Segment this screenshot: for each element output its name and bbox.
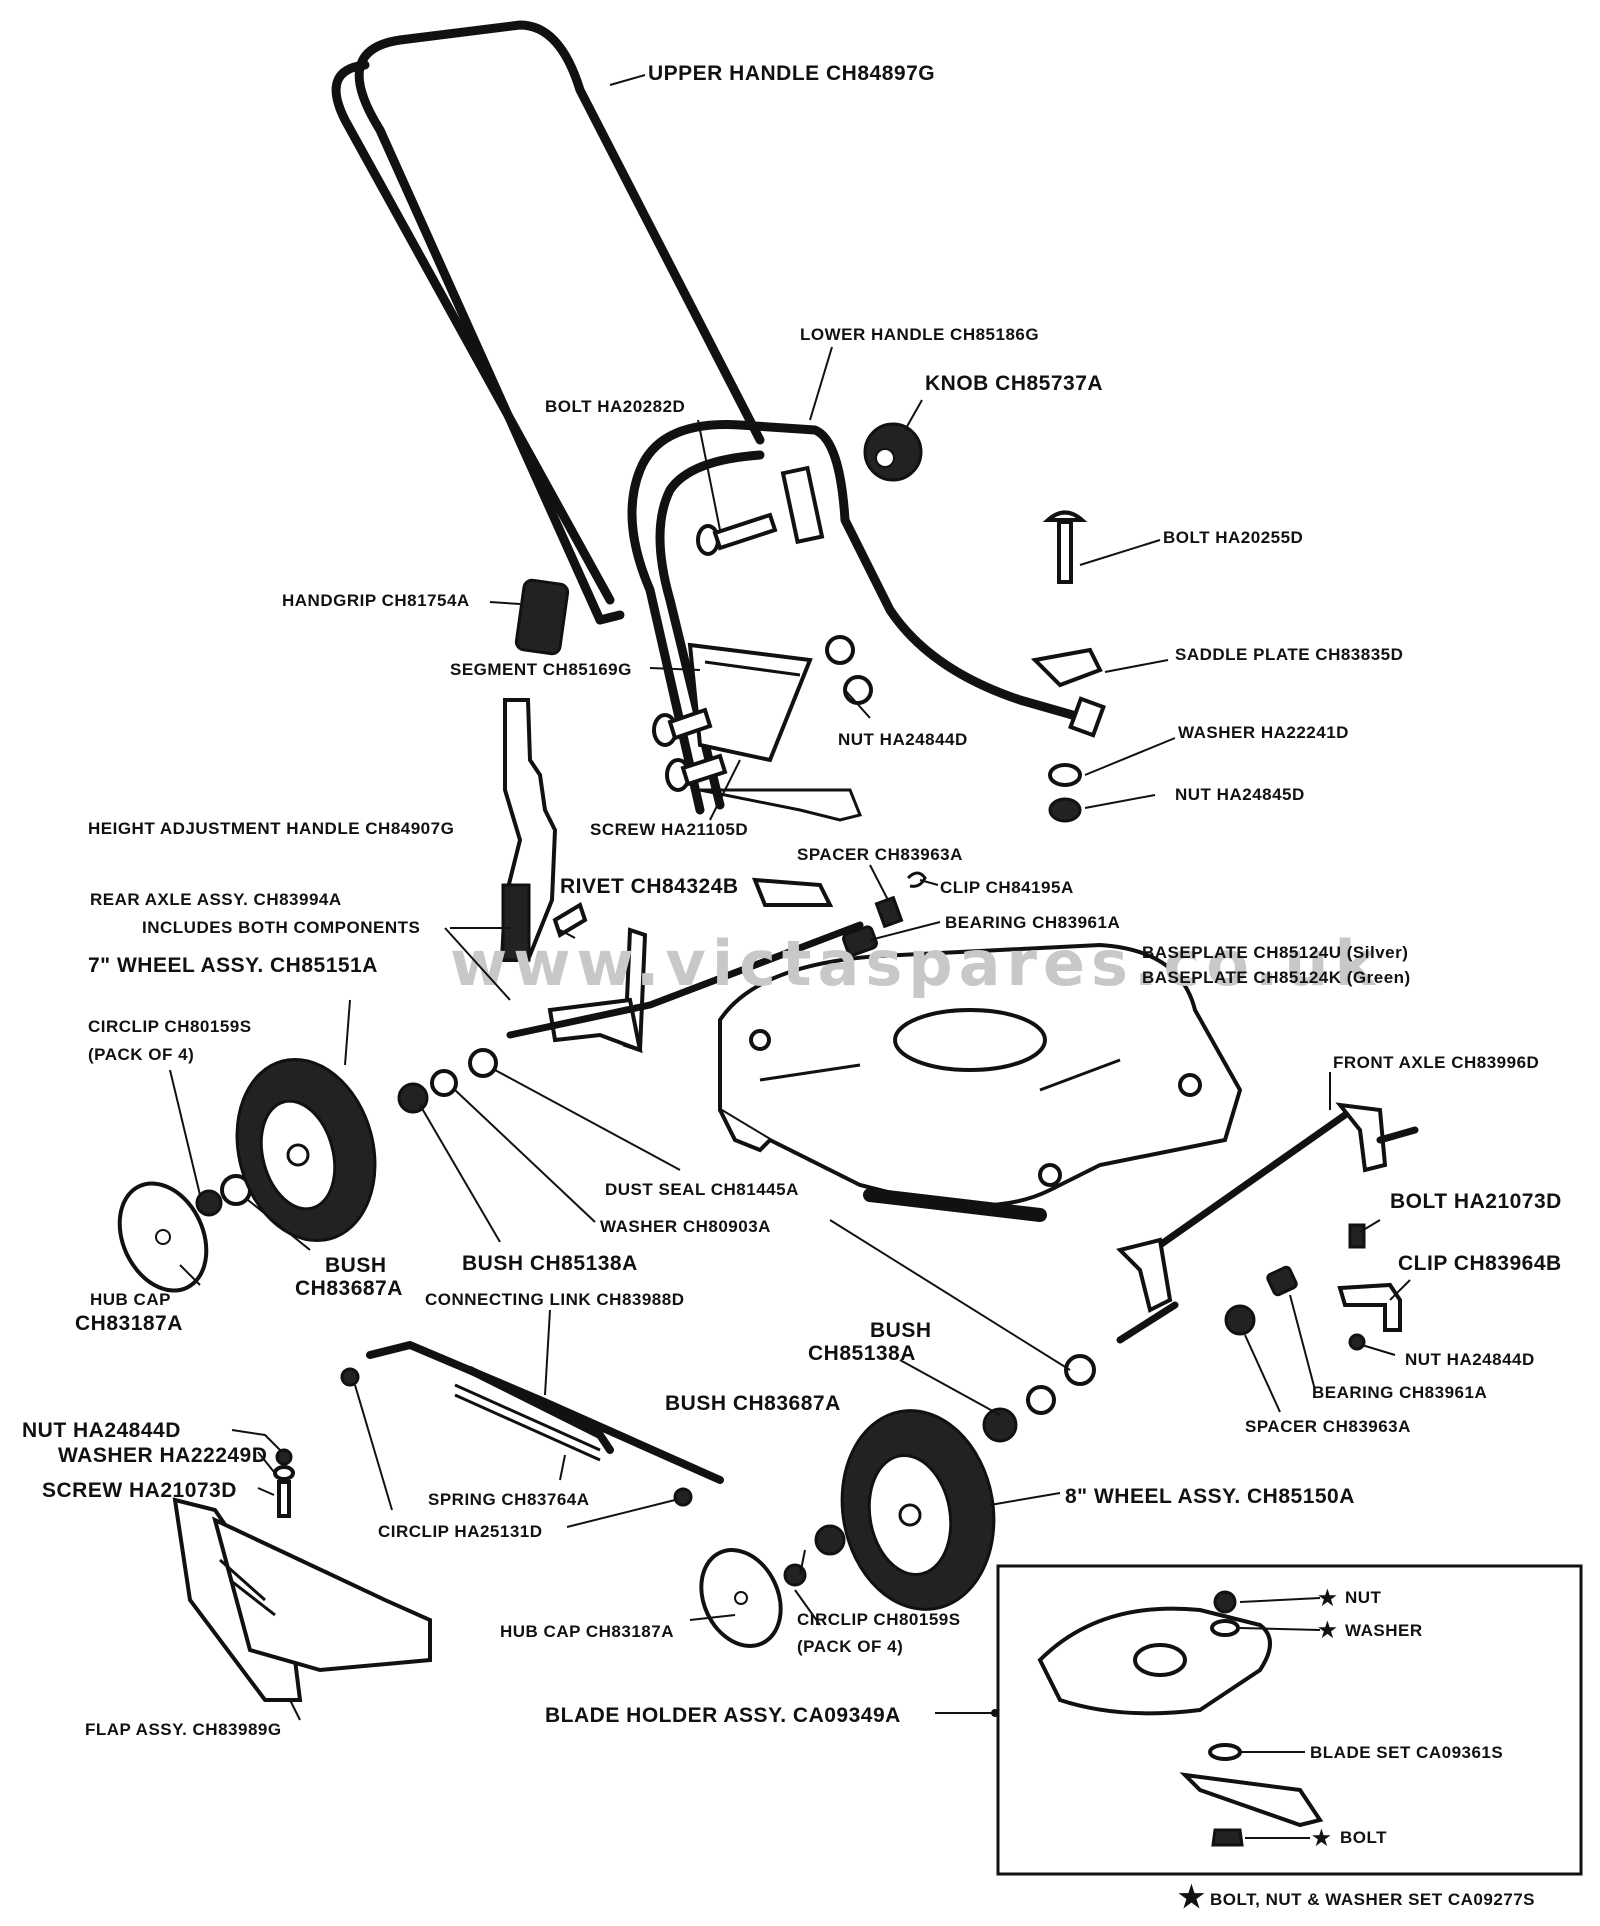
label-upper-handle: UPPER HANDLE CH84897G [648,62,935,85]
label-screw-b: SCREW HA21073D [42,1479,237,1502]
leader-lines [169,74,1411,1839]
label-bearing-b: BEARING CH83961A [1312,1383,1487,1402]
baseplate-part [718,942,1243,1222]
label-lower-handle: LOWER HANDLE CH85186G [800,325,1039,344]
label-nut-b: NUT HA24845D [1175,785,1305,804]
label-bush-a2: CH83687A [295,1277,403,1300]
label-bearing-a: BEARING CH83961A [945,913,1120,932]
star-icon: ★ [1178,1881,1205,1914]
parts-drawing [117,20,1583,1876]
label-screw-a: SCREW HA21105D [590,820,748,839]
label-baseplate-green: BASEPLATE CH85124K (Green) [1142,968,1411,987]
label-bolt-b: BOLT HA20255D [1163,528,1303,547]
label-pack-a: (PACK OF 4) [88,1045,194,1064]
label-washer-c: WASHER HA22249D [58,1444,267,1467]
front-axle-fittings [1224,1223,1402,1351]
label-washer-a: WASHER HA22241D [1178,723,1349,742]
label-washer-b: WASHER CH80903A [600,1217,771,1236]
label-pack-b: (PACK OF 4) [797,1637,903,1656]
label-saddle-plate: SADDLE PLATE CH83835D [1175,645,1403,664]
label-hub-cap-a2: CH83187A [75,1312,183,1335]
label-blade-set: BLADE SET CA09361S [1310,1743,1503,1762]
label-nut-d: NUT HA24844D [22,1419,181,1442]
label-spring: SPRING CH83764A [428,1490,590,1509]
label-star-bolt: BOLT [1340,1828,1387,1847]
label-rear-axle: REAR AXLE ASSY. CH83994A [90,890,342,909]
label-set-note: BOLT, NUT & WASHER SET CA09277S [1210,1890,1535,1909]
star-icon: ★ [1312,1827,1331,1850]
star-icon: ★ [1318,1587,1337,1610]
label-flap: FLAP ASSY. CH83989G [85,1720,282,1739]
lower-handle-part [627,420,1106,815]
bolt-a-part [696,512,778,556]
label-bolt-a: BOLT HA20282D [545,397,685,416]
label-clip-a: CLIP CH84195A [940,878,1074,897]
label-circlip-a: CIRCLIP CH80159S [88,1017,252,1036]
label-circlip-c: CIRCLIP CH80159S [797,1610,961,1629]
front-axle-part [1116,1102,1419,1344]
label-bush-d: BUSH CH83687A [665,1392,841,1415]
label-star-nut: NUT [1345,1588,1382,1607]
label-baseplate-silver: BASEPLATE CH85124U (Silver) [1142,943,1408,962]
upper-handle-part [331,20,765,625]
flap-part [172,1497,432,1702]
flap-fasteners [273,1448,295,1518]
handgrip-part [514,578,570,656]
star-markers: ★ ★ ★ ★ [1178,1587,1337,1914]
rear-axle-part [506,877,864,1054]
bolt-b-part [1042,510,1088,584]
label-rivet: RIVET CH84324B [560,875,739,898]
hub-cap-a-part [117,1181,209,1293]
label-clip-b: CLIP CH83964B [1398,1252,1562,1275]
label-nut-a: NUT HA24844D [838,730,968,749]
label-hub-cap-b: HUB CAP CH83187A [500,1622,674,1641]
label-bolt-c: BOLT HA21073D [1390,1190,1562,1213]
label-nut-c: NUT HA24844D [1405,1350,1535,1369]
label-wheel-7: 7" WHEEL ASSY. CH85151A [88,954,378,977]
label-height-handle: HEIGHT ADJUSTMENT HANDLE CH84907G [88,819,454,838]
label-bush-a1: BUSH [325,1254,387,1277]
rivet-part [552,902,588,938]
screw-a-part [652,707,728,792]
saddle-plate-part [1030,647,1103,688]
wheel-7-part [235,1057,377,1243]
watermark: www.victaspares.co.uk [450,927,1382,1000]
label-star-washer: WASHER [1345,1621,1423,1640]
segment-part [687,642,863,822]
label-bush-c2: CH85138A [808,1342,916,1365]
wheel-8-part [783,1354,1096,1611]
label-dust-seal: DUST SEAL CH81445A [605,1180,799,1199]
height-adjustment-handle-part [499,698,558,962]
label-wheel-8: 8" WHEEL ASSY. CH85150A [1065,1485,1355,1508]
label-includes: INCLUDES BOTH COMPONENTS [142,918,420,937]
rear-axle-fittings [842,871,927,957]
label-blade-holder: BLADE HOLDER ASSY. CA09349A [545,1704,901,1727]
label-hub-cap-a1: HUB CAP [90,1290,171,1309]
label-spacer-a: SPACER CH83963A [797,845,963,864]
hub-cap-b-part [699,1548,783,1648]
label-bush-c1: BUSH [870,1319,932,1342]
label-circlip-b: CIRCLIP HA25131D [378,1522,543,1541]
knob-part [863,422,923,482]
label-knob: KNOB CH85737A [925,372,1103,395]
blade-holder-inset [996,1564,1583,1876]
label-bush-b: BUSH CH85138A [462,1252,638,1275]
label-segment: SEGMENT CH85169G [450,660,632,679]
label-spacer-b: SPACER CH83963A [1245,1417,1411,1436]
label-connecting-link: CONNECTING LINK CH83988D [425,1290,685,1309]
part-labels: UPPER HANDLE CH84897G LOWER HANDLE CH851… [22,62,1562,1909]
label-handgrip: HANDGRIP CH81754A [282,591,470,610]
label-front-axle: FRONT AXLE CH83996D [1333,1053,1539,1072]
connecting-link-part [340,1341,724,1507]
star-icon: ★ [1318,1619,1337,1642]
